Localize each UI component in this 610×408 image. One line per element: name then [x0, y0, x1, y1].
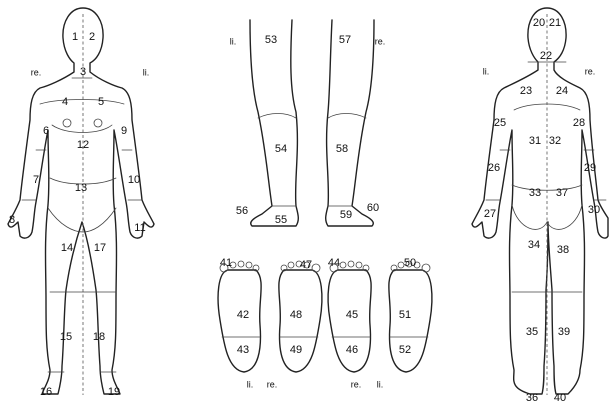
region-label-57: 57 [339, 34, 351, 46]
region-label-4: 4 [62, 96, 68, 108]
region-label-47: 47 [300, 259, 312, 271]
region-label-24: 24 [556, 85, 568, 97]
front-body-side-label: re. [31, 67, 42, 77]
legs-side-view-side-label: li. [230, 36, 237, 46]
legs-side-figure [250, 20, 374, 226]
soles-side-label: re. [351, 379, 362, 389]
region-label-27: 27 [484, 208, 496, 220]
region-label-2: 2 [89, 31, 95, 43]
region-label-19: 19 [108, 386, 120, 398]
region-label-40: 40 [554, 392, 566, 404]
region-label-53: 53 [265, 34, 277, 46]
region-label-49: 49 [290, 344, 302, 356]
region-label-37: 37 [556, 187, 568, 199]
region-label-31: 31 [529, 135, 541, 147]
region-label-30: 30 [588, 204, 600, 216]
region-label-22: 22 [540, 50, 552, 62]
region-label-44: 44 [328, 257, 340, 269]
back-body-side-label: re. [585, 66, 596, 76]
region-label-25: 25 [494, 117, 506, 129]
region-label-5: 5 [98, 96, 104, 108]
region-label-26: 26 [488, 162, 500, 174]
soles-side-label: re. [267, 379, 278, 389]
region-label-21: 21 [549, 17, 561, 29]
region-label-14: 14 [61, 242, 73, 254]
region-label-56: 56 [236, 205, 248, 217]
region-label-15: 15 [60, 331, 72, 343]
region-label-48: 48 [290, 309, 302, 321]
region-label-46: 46 [346, 344, 358, 356]
region-label-28: 28 [573, 117, 585, 129]
back-body-side-label: li. [483, 66, 490, 76]
region-label-36: 36 [526, 392, 538, 404]
region-label-32: 32 [549, 135, 561, 147]
region-label-12: 12 [77, 139, 89, 151]
legs-side-view-side-label: re. [375, 36, 386, 46]
region-label-8: 8 [9, 214, 15, 226]
region-label-34: 34 [528, 239, 540, 251]
region-label-43: 43 [237, 344, 249, 356]
region-label-17: 17 [94, 242, 106, 254]
soles-side-label: li. [377, 379, 384, 389]
region-label-11: 11 [134, 222, 145, 234]
region-label-45: 45 [346, 309, 358, 321]
region-label-55: 55 [275, 214, 287, 226]
region-label-3: 3 [80, 66, 86, 78]
region-label-39: 39 [558, 326, 570, 338]
region-label-59: 59 [340, 209, 352, 221]
region-label-35: 35 [526, 326, 538, 338]
region-label-1: 1 [72, 31, 78, 43]
region-label-41: 41 [220, 257, 232, 269]
region-label-42: 42 [237, 309, 249, 321]
region-label-9: 9 [121, 125, 127, 137]
region-label-29: 29 [584, 162, 596, 174]
region-label-33: 33 [529, 187, 541, 199]
region-label-60: 60 [367, 202, 379, 214]
region-label-18: 18 [93, 331, 105, 343]
soles-side-label: li. [247, 379, 254, 389]
region-label-10: 10 [128, 174, 140, 186]
region-label-50: 50 [404, 257, 416, 269]
region-label-7: 7 [33, 174, 39, 186]
region-label-16: 16 [40, 386, 52, 398]
region-label-51: 51 [399, 309, 411, 321]
region-label-13: 13 [75, 182, 87, 194]
region-label-38: 38 [557, 244, 569, 256]
front-body-side-label: li. [143, 67, 150, 77]
region-label-6: 6 [43, 125, 49, 137]
region-label-20: 20 [533, 17, 545, 29]
region-label-23: 23 [520, 85, 532, 97]
region-label-58: 58 [336, 143, 348, 155]
region-label-52: 52 [399, 344, 411, 356]
region-label-54: 54 [275, 143, 287, 155]
